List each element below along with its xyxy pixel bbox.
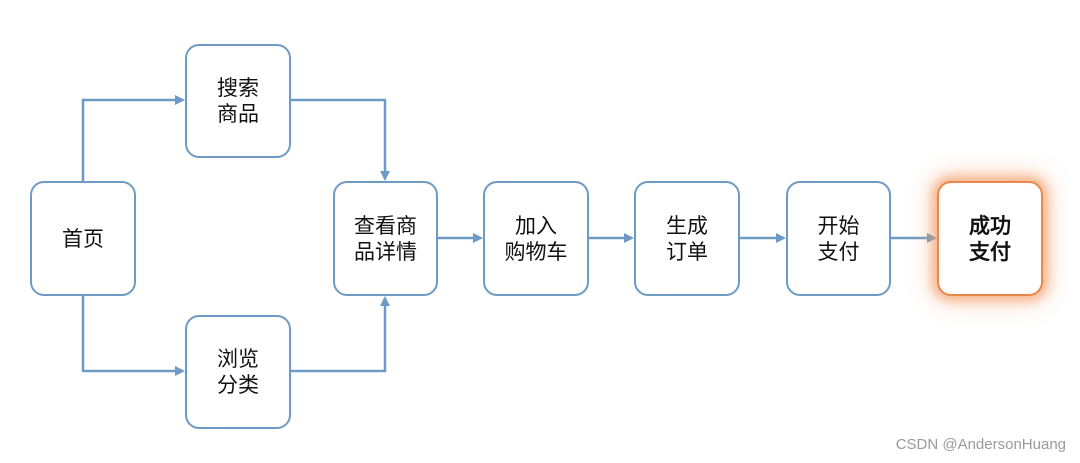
node-generate-order: 生成 订单 [634, 181, 740, 296]
connector-home-to-search [81, 95, 185, 181]
node-view-product-details: 查看商 品详情 [333, 181, 438, 296]
node-add-to-cart: 加入 购物车 [483, 181, 589, 296]
connector-search-to-detail [291, 98, 390, 181]
watermark: CSDN @AndersonHuang [895, 436, 1066, 453]
node-browse-categories: 浏览 分类 [185, 315, 291, 429]
node-home: 首页 [30, 181, 136, 296]
node-payment-success: 成功 支付 [937, 181, 1043, 296]
connector-browse-to-detail [291, 296, 390, 373]
node-search-products: 搜索 商品 [185, 44, 291, 158]
connector-home-to-browse [81, 296, 185, 376]
node-start-payment: 开始 支付 [786, 181, 891, 296]
